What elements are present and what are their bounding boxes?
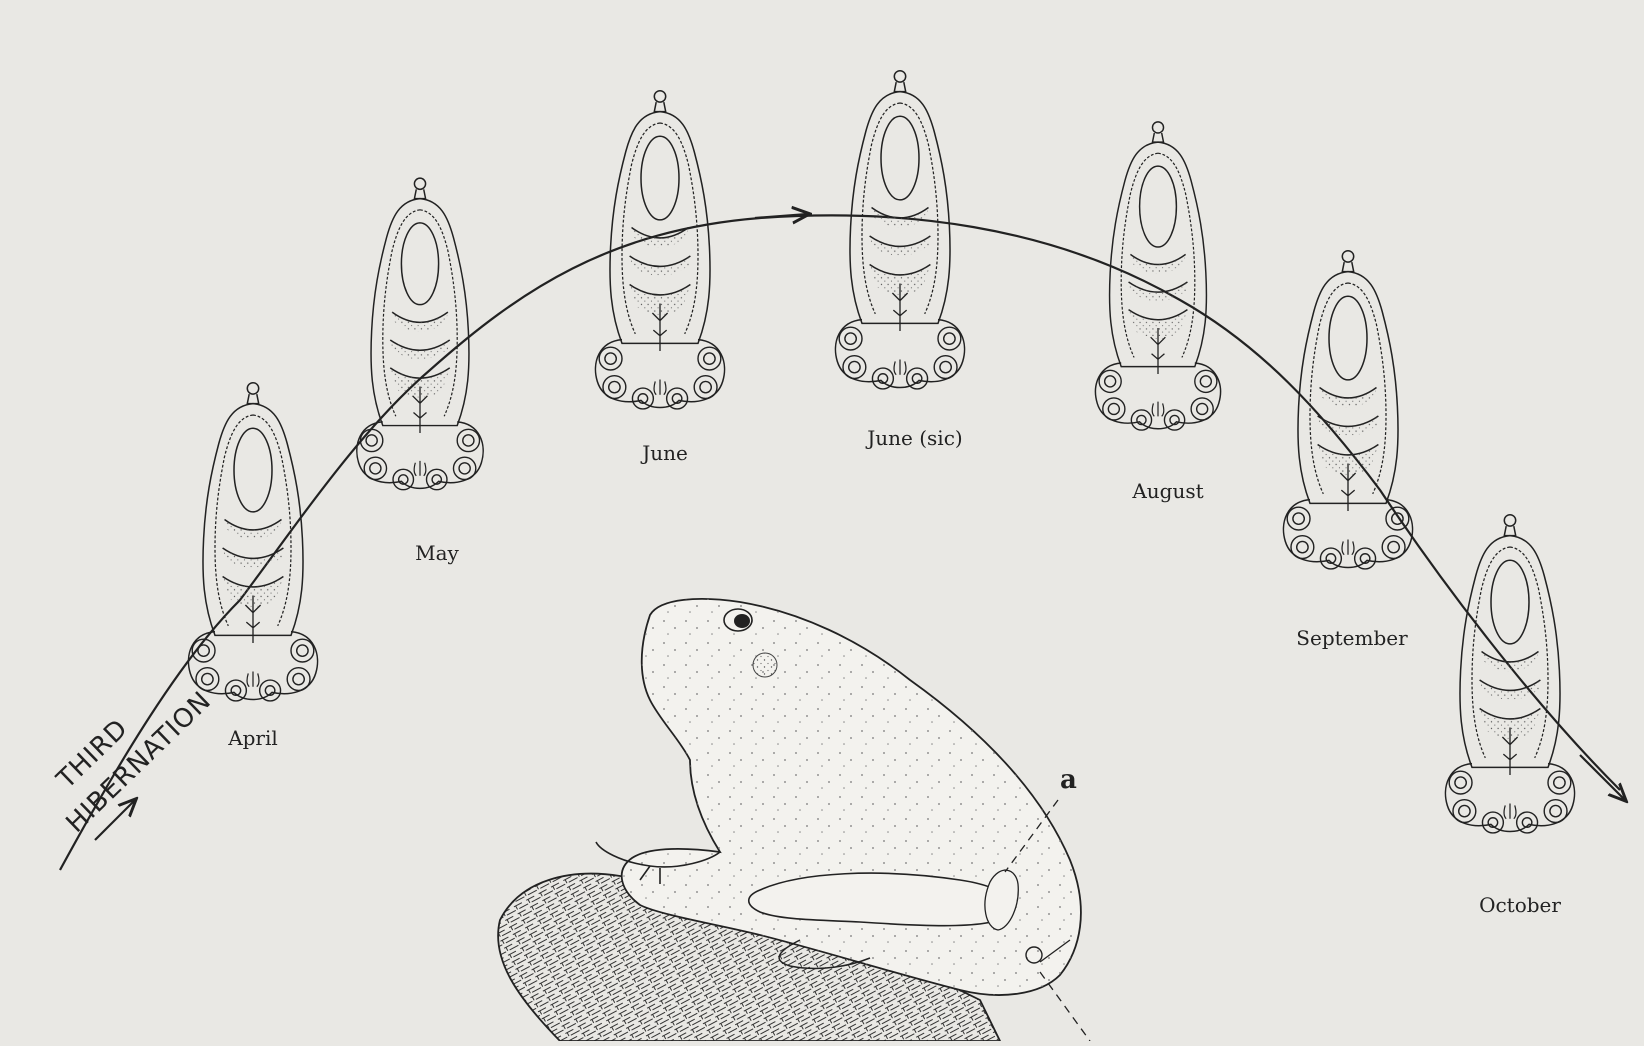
arc-arrow-october: [1580, 755, 1625, 800]
stage-label-june: June: [640, 441, 688, 465]
stage-label-may: May: [415, 541, 459, 565]
stage-label-august: August: [1131, 479, 1203, 503]
callout-label-a: a: [1060, 765, 1077, 795]
stage-august: [1096, 122, 1221, 430]
stage-june-sic: [835, 71, 964, 389]
stage-label-june-sic: June (sic): [865, 426, 962, 450]
stage-october: [1445, 515, 1574, 833]
stage-label-september: September: [1296, 626, 1408, 650]
stage-label-april: April: [227, 726, 278, 750]
stage-label-october: October: [1479, 893, 1561, 917]
stage-september: [1283, 251, 1412, 569]
stage-may: [357, 178, 483, 490]
stage-april: [188, 383, 317, 701]
